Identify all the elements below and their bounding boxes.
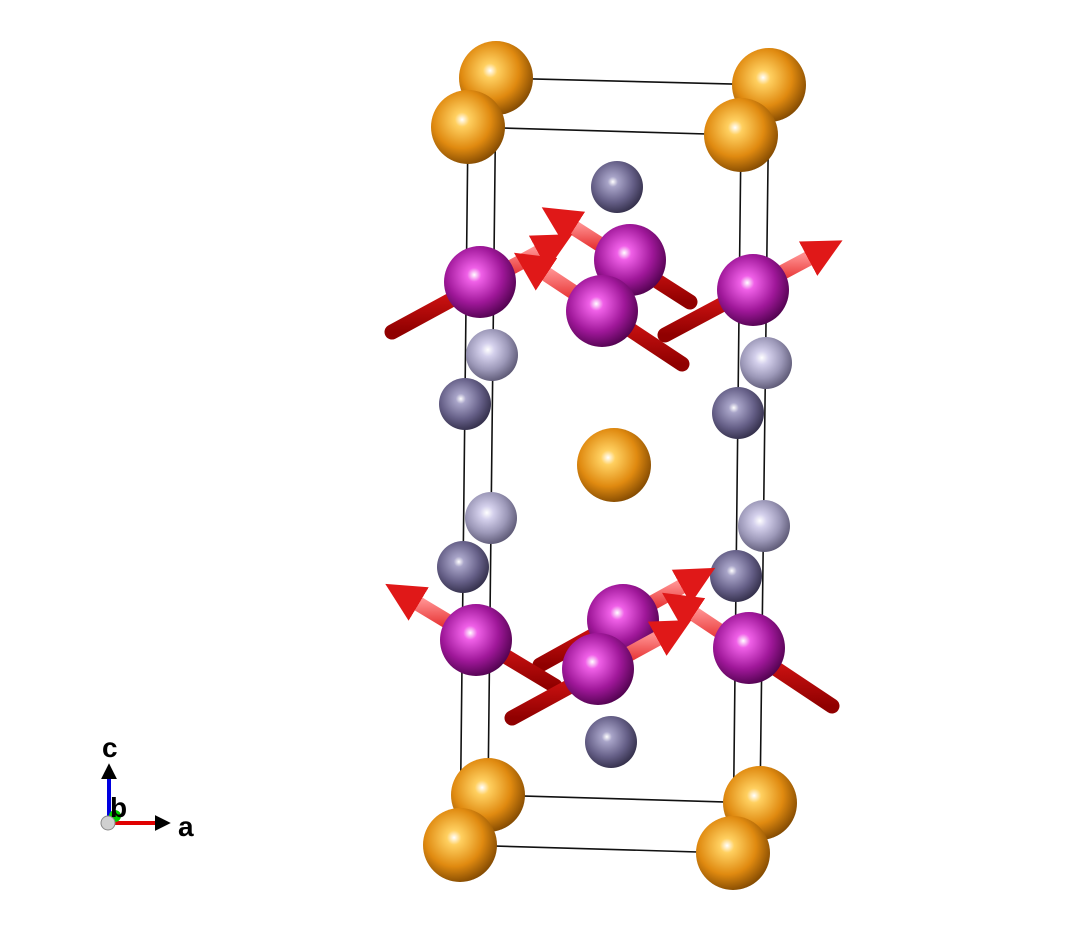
axis-b-label: b <box>110 792 127 823</box>
atom-dark-slate[interactable] <box>591 161 643 213</box>
atom-dark-slate[interactable] <box>437 541 489 593</box>
axis-triad: c b a <box>100 732 194 842</box>
atom-magenta[interactable] <box>444 246 516 318</box>
atom-light-slate[interactable] <box>466 329 518 381</box>
atom-orange[interactable] <box>431 90 505 164</box>
atom-orange[interactable] <box>696 816 770 890</box>
atom-orange[interactable] <box>704 98 778 172</box>
atom-magenta[interactable] <box>717 254 789 326</box>
atom-dark-slate[interactable] <box>710 550 762 602</box>
atom-magenta[interactable] <box>562 633 634 705</box>
axis-origin <box>100 815 116 831</box>
atom-light-slate[interactable] <box>738 500 790 552</box>
atom-light-slate[interactable] <box>465 492 517 544</box>
atom-dark-slate[interactable] <box>712 387 764 439</box>
axis-c-label: c <box>102 732 118 763</box>
atoms-middle <box>437 329 792 602</box>
atom-magenta[interactable] <box>440 604 512 676</box>
axis-a-label: a <box>178 811 194 842</box>
atom-light-slate[interactable] <box>740 337 792 389</box>
atom-dark-slate[interactable] <box>439 378 491 430</box>
atom-dark-slate[interactable] <box>585 716 637 768</box>
atom-orange[interactable] <box>423 808 497 882</box>
atom-orange[interactable] <box>577 428 651 502</box>
atoms-back <box>431 41 806 840</box>
atom-magenta[interactable] <box>713 612 785 684</box>
atom-magenta[interactable] <box>566 275 638 347</box>
